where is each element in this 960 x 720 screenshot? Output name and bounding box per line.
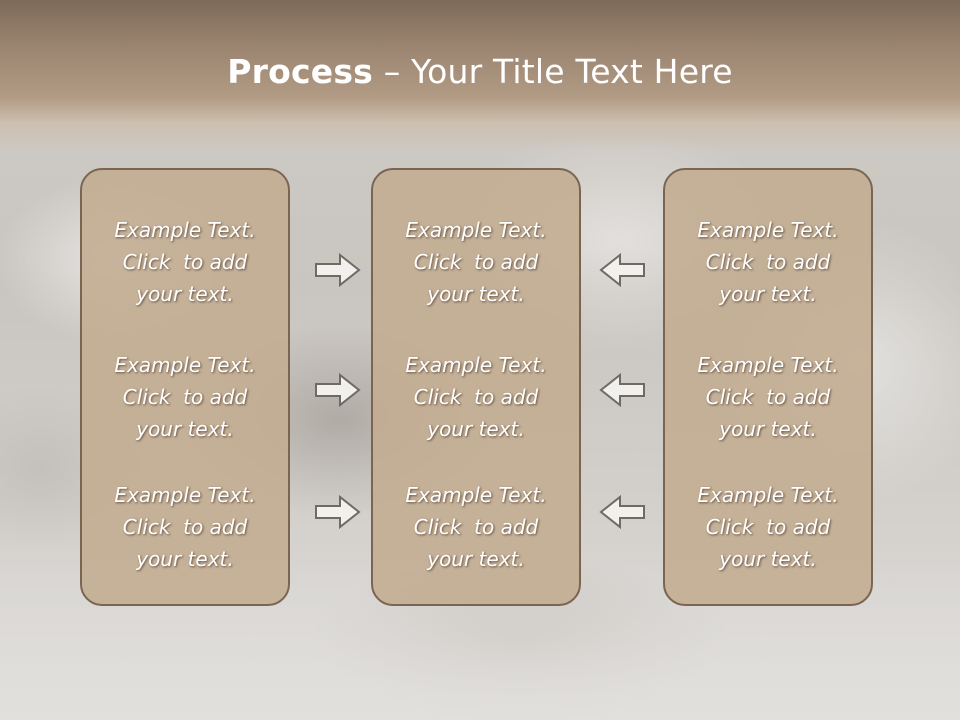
title-bold: Process: [227, 52, 374, 91]
text-placeholder[interactable]: Example Text. Click to add your text.: [697, 353, 839, 441]
right-arrow-icon: [315, 252, 361, 288]
text-placeholder[interactable]: Example Text. Click to add your text.: [405, 218, 547, 306]
text-placeholder[interactable]: Example Text. Click to add your text.: [405, 483, 547, 571]
process-box-left[interactable]: Example Text. Click to add your text. Ex…: [80, 168, 290, 606]
title-band: [0, 0, 960, 150]
text-placeholder[interactable]: Example Text. Click to add your text.: [114, 353, 256, 441]
title-rest: – Your Title Text Here: [373, 52, 733, 91]
left-arrow-icon: [599, 252, 645, 288]
right-arrow-icon: [315, 494, 361, 530]
text-placeholder[interactable]: Example Text. Click to add your text.: [405, 353, 547, 441]
process-box-center[interactable]: Example Text. Click to add your text. Ex…: [371, 168, 581, 606]
process-box-right[interactable]: Example Text. Click to add your text. Ex…: [663, 168, 873, 606]
text-placeholder[interactable]: Example Text. Click to add your text.: [114, 218, 256, 306]
left-arrow-icon: [599, 372, 645, 408]
text-placeholder[interactable]: Example Text. Click to add your text.: [697, 483, 839, 571]
text-placeholder[interactable]: Example Text. Click to add your text.: [697, 218, 839, 306]
left-arrow-icon: [599, 494, 645, 530]
text-placeholder[interactable]: Example Text. Click to add your text.: [114, 483, 256, 571]
right-arrow-icon: [315, 372, 361, 408]
slide-title[interactable]: Process – Your Title Text Here: [0, 52, 960, 91]
